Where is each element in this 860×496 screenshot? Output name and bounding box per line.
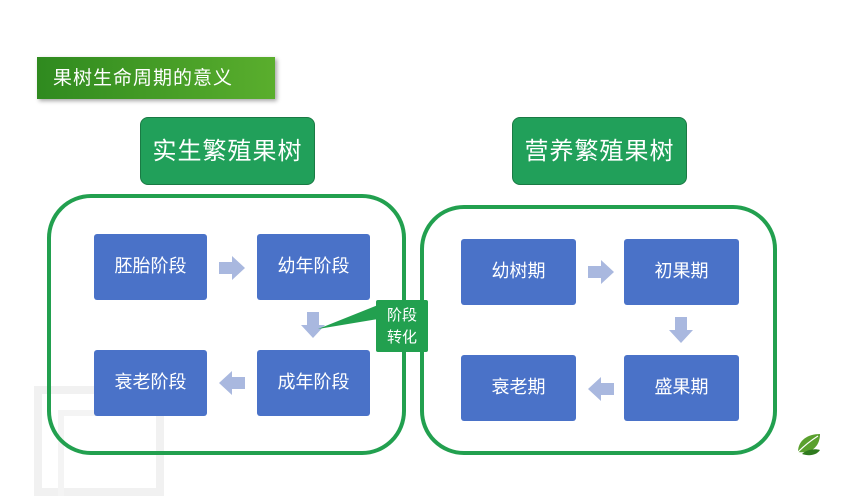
callout-line-2: 转化 (386, 328, 417, 346)
arrow-right-icon (588, 260, 614, 284)
stage-senescence: 衰老阶段 (94, 350, 207, 416)
arrow-right-icon (219, 256, 245, 280)
arrow-down-icon (669, 317, 693, 343)
category-vegetative-propagation: 营养繁殖果树 (512, 117, 687, 185)
stage-full-fruiting: 盛果期 (624, 355, 739, 421)
arrow-left-icon (588, 377, 614, 401)
arrow-left-icon (219, 371, 245, 395)
stage-juvenile: 幼年阶段 (257, 234, 370, 300)
stage-adult: 成年阶段 (257, 350, 370, 416)
stage-senescence-period: 衰老期 (461, 355, 576, 421)
stage-embryo: 胚胎阶段 (94, 234, 207, 300)
callout-line-1: 阶段 (386, 306, 417, 324)
arrow-down-icon (301, 312, 325, 338)
stage-early-fruiting: 初果期 (624, 239, 739, 305)
leaf-icon (797, 434, 820, 456)
stage-transformation-callout: 阶段 转化 (376, 300, 428, 352)
category-seedling-propagation: 实生繁殖果树 (140, 117, 315, 185)
callout-pointer (318, 305, 378, 329)
page-title: 果树生命周期的意义 (37, 57, 275, 99)
stage-young-tree: 幼树期 (461, 239, 576, 305)
